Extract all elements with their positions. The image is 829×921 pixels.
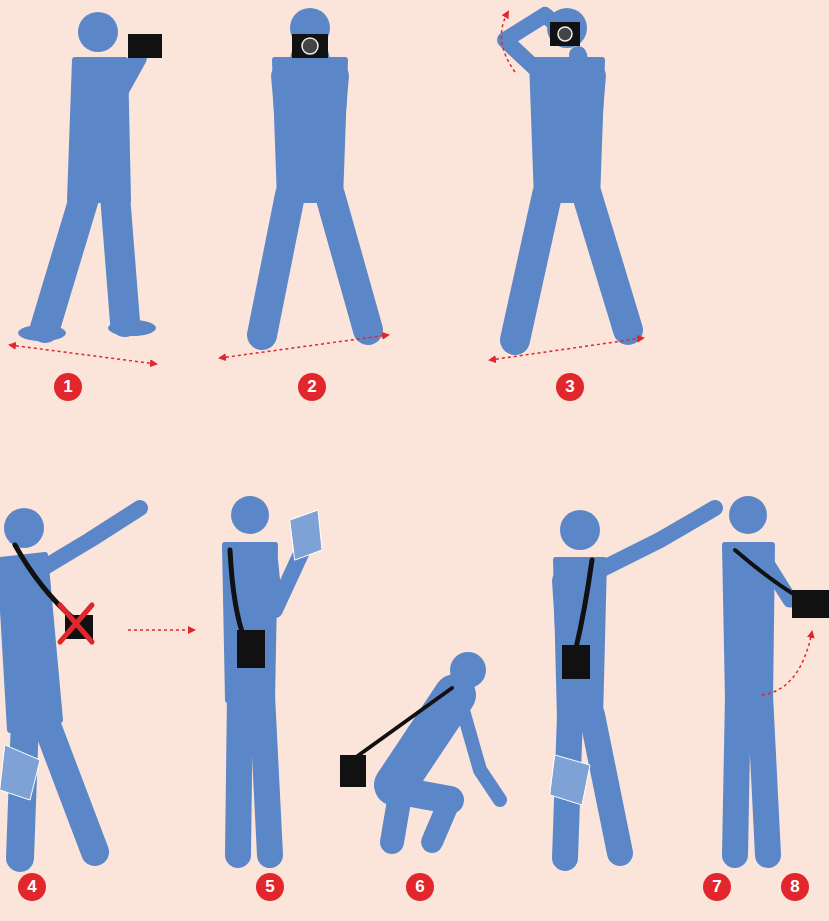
camera-lens: [558, 27, 572, 41]
swing-arrow: [762, 632, 812, 695]
wrong-mark: [60, 605, 92, 642]
callout-number: 8: [781, 873, 809, 901]
strap: [576, 560, 592, 648]
camera: [550, 22, 580, 46]
head: [4, 508, 44, 548]
callout-number: 1: [54, 373, 82, 401]
leg: [45, 720, 95, 852]
elbow-arrow: [501, 12, 515, 72]
camera: [292, 34, 328, 58]
figures: [0, 8, 829, 858]
motion-arrows: [10, 12, 812, 695]
head: [78, 12, 118, 52]
stance-arrow: [220, 335, 388, 358]
camera-lens: [302, 38, 318, 54]
figure-front-stance: [262, 8, 368, 335]
arm: [460, 700, 500, 800]
book: [290, 510, 322, 560]
arm: [10, 580, 20, 740]
leg: [760, 695, 768, 855]
callout-number: 4: [18, 873, 46, 901]
paper: [0, 745, 40, 800]
camera: [237, 630, 265, 668]
arm: [320, 55, 340, 135]
stance-arrow: [490, 338, 643, 360]
leg: [515, 195, 547, 340]
strap: [735, 550, 795, 595]
camera: [792, 590, 829, 618]
strap: [352, 688, 452, 760]
strap: [230, 550, 245, 640]
arm: [578, 55, 597, 135]
callout-number: 2: [298, 373, 326, 401]
figure-strap-reading: [225, 496, 322, 855]
camera: [128, 34, 162, 58]
figure-strap-right: [550, 508, 715, 858]
head: [729, 496, 767, 534]
callout-number: 6: [406, 873, 434, 901]
leg: [262, 695, 270, 855]
arm: [600, 508, 715, 570]
figure-raised-elbow: [505, 8, 628, 340]
arm: [280, 55, 300, 135]
arm: [98, 58, 138, 130]
camera: [562, 645, 590, 679]
leg: [238, 695, 240, 855]
next-arrow: [128, 629, 194, 631]
arm: [40, 508, 140, 570]
figure-camera-swing: [725, 496, 829, 855]
stance-arrow: [10, 345, 156, 364]
leg: [592, 715, 620, 853]
callout-number: 7: [703, 873, 731, 901]
leg: [262, 195, 290, 335]
leg: [115, 195, 125, 322]
foot: [18, 325, 66, 341]
leg: [587, 195, 628, 330]
leg: [432, 800, 450, 842]
camera: [340, 755, 366, 787]
wrong-mark: [60, 605, 92, 642]
figure-crouching: [340, 652, 500, 842]
callout-number: 5: [256, 873, 284, 901]
figure-strap-wrong: [0, 508, 140, 858]
leg: [330, 195, 368, 330]
head: [560, 510, 600, 550]
leg: [735, 695, 738, 855]
leg: [45, 195, 85, 328]
figure-side-stance: [18, 12, 162, 341]
leg: [392, 795, 400, 842]
foot: [108, 320, 156, 336]
callout-number: 3: [556, 373, 584, 401]
head: [231, 496, 269, 534]
paper: [550, 755, 590, 805]
